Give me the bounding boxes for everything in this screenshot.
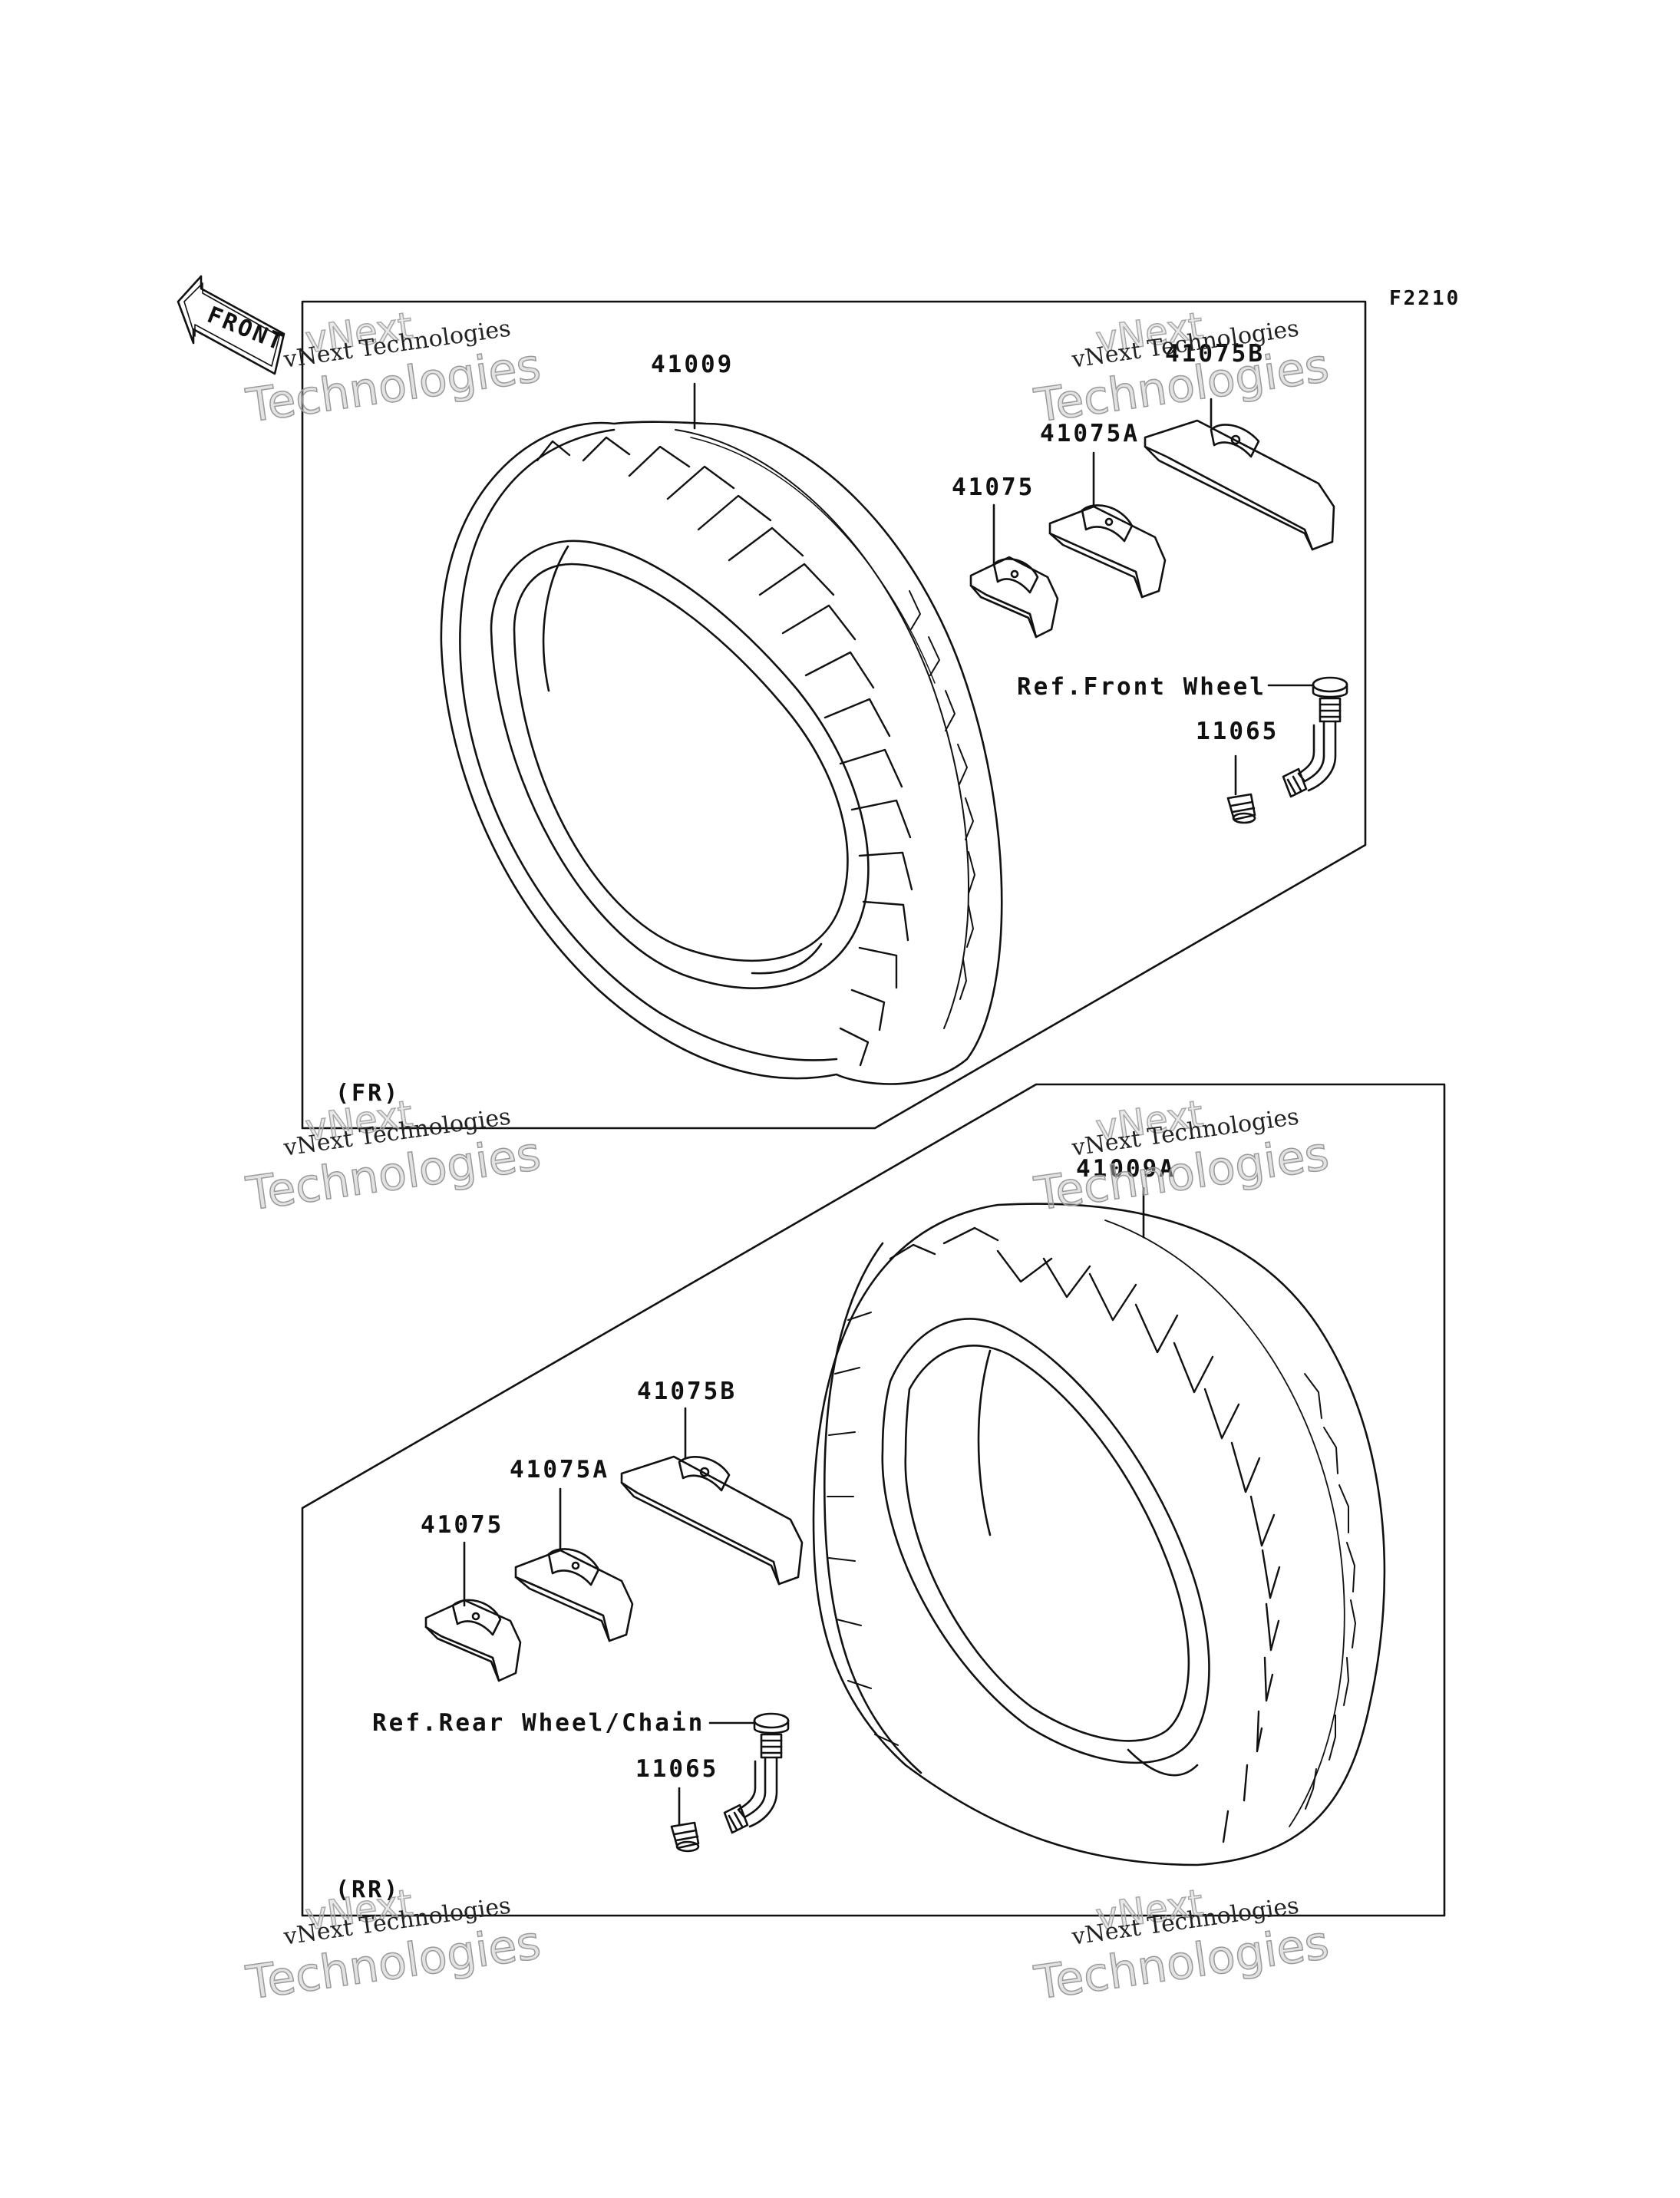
front-direction-arrow-icon: FRONT [177, 275, 289, 375]
front-tire-drawing [440, 421, 1003, 1085]
part-number-front-weight-b: 41075B [1165, 340, 1265, 368]
part-number-rear-weight: 41075 [421, 1511, 504, 1539]
front-weight-41075 [969, 503, 1059, 639]
rear-section-frame [301, 1083, 1446, 1917]
front-valve-11065 [1226, 676, 1348, 824]
rear-weight-41075B [620, 1407, 804, 1586]
part-number-rear-valve: 11065 [635, 1755, 719, 1783]
part-number-front-weight: 41075 [952, 474, 1035, 501]
part-number-front-tire: 41009 [651, 351, 734, 378]
rear-weight-41075 [424, 1541, 522, 1682]
part-number-front-weight-a: 41075A [1040, 420, 1140, 447]
front-weight-41075B [1144, 398, 1335, 551]
front-weight-41075A [1048, 451, 1167, 599]
rear-tire-drawing [812, 1203, 1386, 1866]
rear-valve-11065 [670, 1712, 790, 1853]
part-number-rear-weight-b: 41075B [637, 1378, 737, 1405]
ref-rear-wheel-chain: Ref.Rear Wheel/Chain [372, 1709, 705, 1737]
part-number-rear-tire: 41009A [1076, 1155, 1176, 1183]
ref-front-wheel: Ref.Front Wheel [1017, 673, 1266, 701]
front-section-frame [301, 300, 1367, 1130]
section-tag-rear: (RR) [335, 1876, 401, 1903]
section-tag-front: (FR) [335, 1080, 401, 1107]
part-number-front-valve: 11065 [1196, 718, 1279, 745]
rear-weight-41075A [514, 1487, 634, 1642]
figure-id: F2210 [1389, 287, 1461, 310]
part-number-rear-weight-a: 41075A [510, 1456, 609, 1483]
